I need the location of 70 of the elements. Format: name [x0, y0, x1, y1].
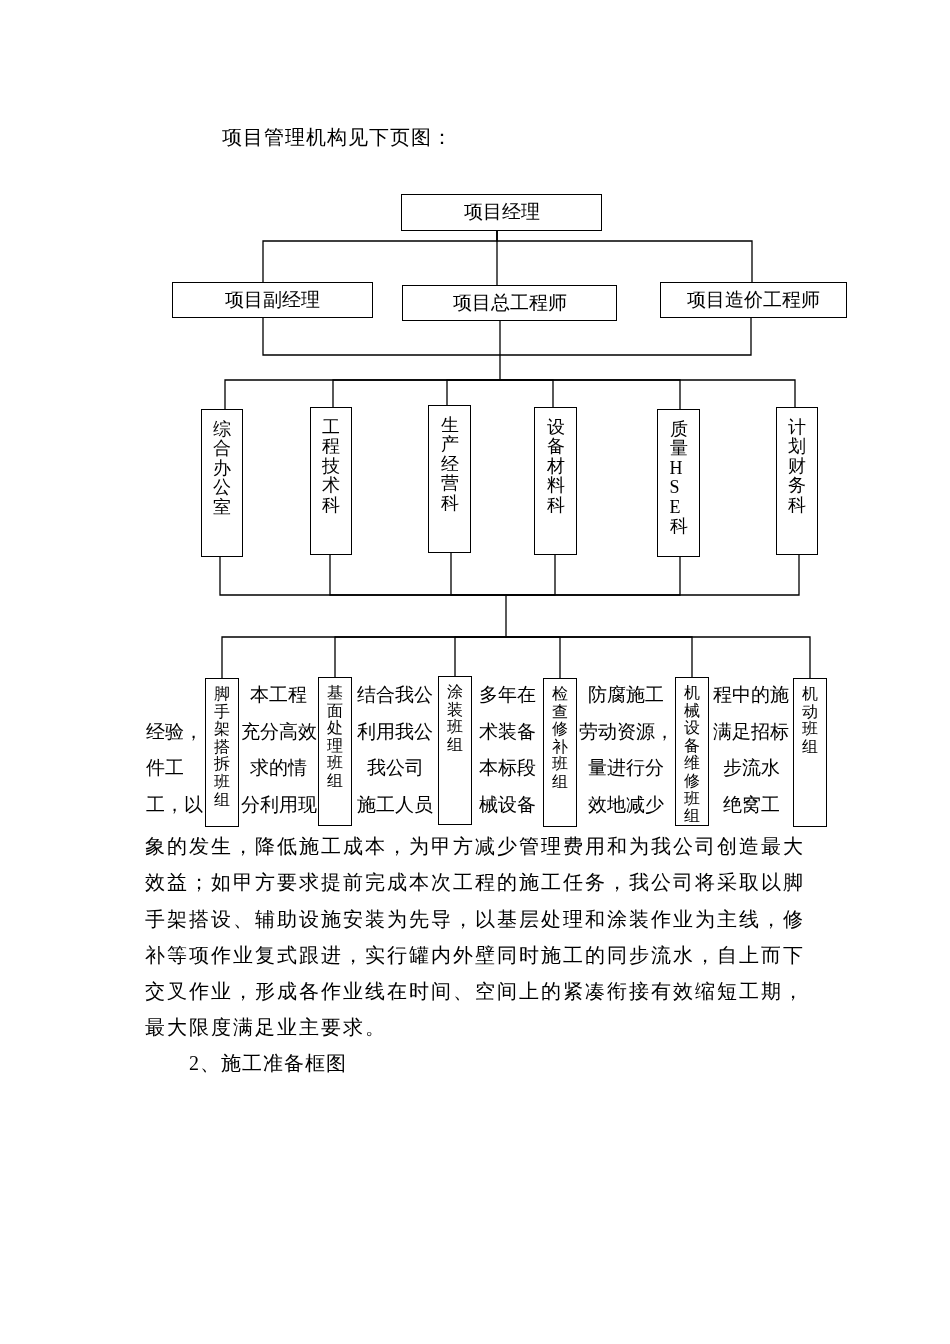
- team-box: [318, 677, 352, 826]
- box-label: 项目经理: [463, 201, 540, 224]
- box-label: 涂装班组: [447, 683, 463, 754]
- connector-line: [262, 317, 501, 356]
- team-box: [675, 677, 709, 826]
- team-box: [205, 678, 239, 827]
- connector-line: [499, 354, 501, 381]
- box-label: 设备材料科: [546, 418, 565, 516]
- department-box: [201, 409, 243, 557]
- connector-line: [505, 636, 811, 679]
- department-box: [428, 405, 471, 553]
- body-text-fragment: 工，以: [146, 793, 203, 817]
- body-text-fragment: 防腐施工: [588, 683, 664, 707]
- position-box: [402, 285, 617, 321]
- body-text-fragment: 本标段: [479, 756, 536, 780]
- team-box: [793, 678, 827, 827]
- connector-line: [505, 594, 507, 638]
- department-box: [310, 407, 352, 555]
- intro-heading: 项目管理机构见下页图：: [222, 125, 453, 149]
- box-label: 项目副经理: [225, 288, 320, 312]
- box-label: 计划财务科: [788, 418, 806, 516]
- body-text-fragment: 械设备: [479, 793, 536, 817]
- body-text-fragment: 术装备: [479, 720, 536, 744]
- box-label: 机动班组: [802, 685, 818, 756]
- box-label: 综合办公室: [213, 420, 231, 518]
- position-box: [660, 282, 847, 318]
- body-text-fragment: 效地减少: [588, 793, 664, 817]
- position-box: [172, 282, 373, 318]
- body-text-fragment: 充分高效: [240, 720, 317, 744]
- body-text-fragment: 多年在: [479, 683, 536, 707]
- body-text-fragment: 施工人员: [357, 793, 433, 817]
- body-text-fragment: 求的情: [250, 756, 307, 780]
- position-box: [401, 194, 602, 231]
- body-text-fragment: 分利用现: [240, 793, 317, 817]
- department-box: [657, 409, 700, 557]
- box-label: 项目造价工程师: [687, 288, 820, 312]
- body-text-fragment: 利用我公: [357, 720, 433, 744]
- connector-line: [499, 320, 501, 356]
- team-box: [438, 676, 472, 825]
- box-label: 项目总工程师: [452, 291, 567, 315]
- connector-line: [454, 636, 507, 677]
- box-label: 检查修补班组: [552, 685, 568, 791]
- department-box: [534, 407, 577, 555]
- connector-line: [505, 554, 800, 596]
- box-label: 质量HSE科: [669, 420, 688, 537]
- connector-line: [496, 230, 753, 283]
- box-label: 基面处理班组: [327, 684, 343, 790]
- body-text-fragment: 满足招标: [713, 720, 789, 744]
- box-label: 脚手架搭拆班组: [214, 685, 230, 809]
- box-label: 生产经营科: [440, 416, 459, 514]
- connector-line: [499, 379, 796, 408]
- team-box: [543, 678, 577, 827]
- body-text-fragment: 结合我公: [357, 683, 433, 707]
- box-label: 机械设备维修班组: [684, 684, 700, 825]
- body-text-fragment: 经验，: [146, 720, 203, 744]
- connector-line: [450, 552, 507, 596]
- body-text-fragment: 绝窝工: [722, 793, 780, 817]
- connector-line: [446, 379, 501, 406]
- body-text-fragment: 量进行分: [588, 756, 664, 780]
- body-text-fragment: 程中的施: [713, 683, 789, 707]
- body-text-fragment: 件工: [146, 756, 184, 780]
- body-paragraph: 象的发生，降低施工成本，为甲方减少管理费用和为我公司创造最大效益；如甲方要求提前完成本次工程的施工任务，我公司将采取以脚手架搭设、辅助设施安装为先导，以基层处理和涂装作业为主线，修补等项作业复式跟进，实行罐内外壁同时施工的同步流水，自上而下交叉作业，形成各作业线在时间、空间上的紧凑衔接有效缩短工期，最大限度满足业主要求。: [145, 834, 806, 1041]
- body-text-fragment: 我公司: [366, 756, 424, 780]
- department-box: [776, 407, 818, 555]
- body-text-fragment: 劳动资源，: [578, 720, 674, 744]
- body-text-fragment: 步流水: [722, 756, 780, 780]
- connector-line: [499, 317, 752, 356]
- body-text-fragment: 本工程: [250, 683, 307, 707]
- box-label: 工程技术科: [322, 418, 340, 516]
- section-heading: 2、施工准备框图: [189, 1051, 347, 1075]
